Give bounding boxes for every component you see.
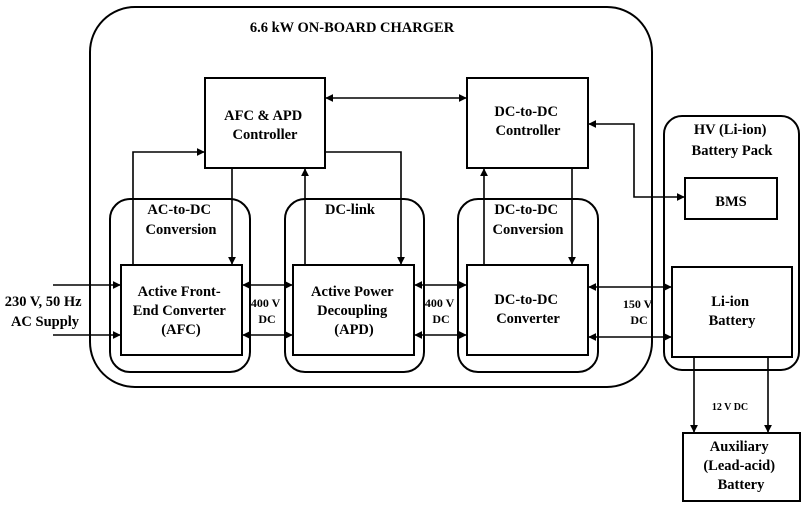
battery-pack-label: HV (Li-ion) Battery Pack xyxy=(692,122,774,159)
afc-label: Active Front- End Converter (AFC) xyxy=(133,284,229,338)
bus-afc-apd-label: 400 V DC xyxy=(251,296,283,326)
dcdc-converter-block xyxy=(466,264,589,356)
bms-block xyxy=(684,177,778,220)
apd-block xyxy=(292,264,415,356)
battery-pack-outline xyxy=(663,115,800,371)
dc-dc-group-label: DC-to-DC Conversion xyxy=(493,202,564,238)
afc-block xyxy=(120,264,243,356)
li-ion-label: Li-ion Battery xyxy=(709,294,756,329)
dc-link-group-label: DC-link xyxy=(325,202,376,218)
afc-apd-controller-block xyxy=(204,77,326,169)
dcdc-controller-label: DC-to-DC Controller xyxy=(494,104,561,139)
afc-apd-controller-label: AFC & APD Controller xyxy=(224,108,306,143)
dcdc-converter-label: DC-to-DC Converter xyxy=(494,292,561,327)
bus-apd-dcdc-label: 400 V DC xyxy=(425,296,457,326)
bus-dcdc-battery-label: 150 V DC xyxy=(623,297,655,327)
aux-bus-label: 12 V DC xyxy=(712,402,748,413)
dcdc-controller-block xyxy=(466,77,589,169)
ac-input-label: 230 V, 50 Hz AC Supply xyxy=(5,294,85,330)
ac-dc-group-label: AC-to-DC Conversion xyxy=(146,202,217,238)
bms-link-line xyxy=(588,120,685,201)
apd-control-line xyxy=(325,151,405,265)
li-ion-block xyxy=(671,266,793,358)
apd-label: Active Power Decoupling (APD) xyxy=(311,284,397,338)
bms-label: BMS xyxy=(715,194,746,210)
auxiliary-battery-label: Auxiliary (Lead-acid) Battery xyxy=(703,439,778,493)
afc-feedback-line xyxy=(132,148,205,265)
charger-title: 6.6 kW ON-BOARD CHARGER xyxy=(250,20,455,36)
auxiliary-battery-block xyxy=(682,432,801,502)
